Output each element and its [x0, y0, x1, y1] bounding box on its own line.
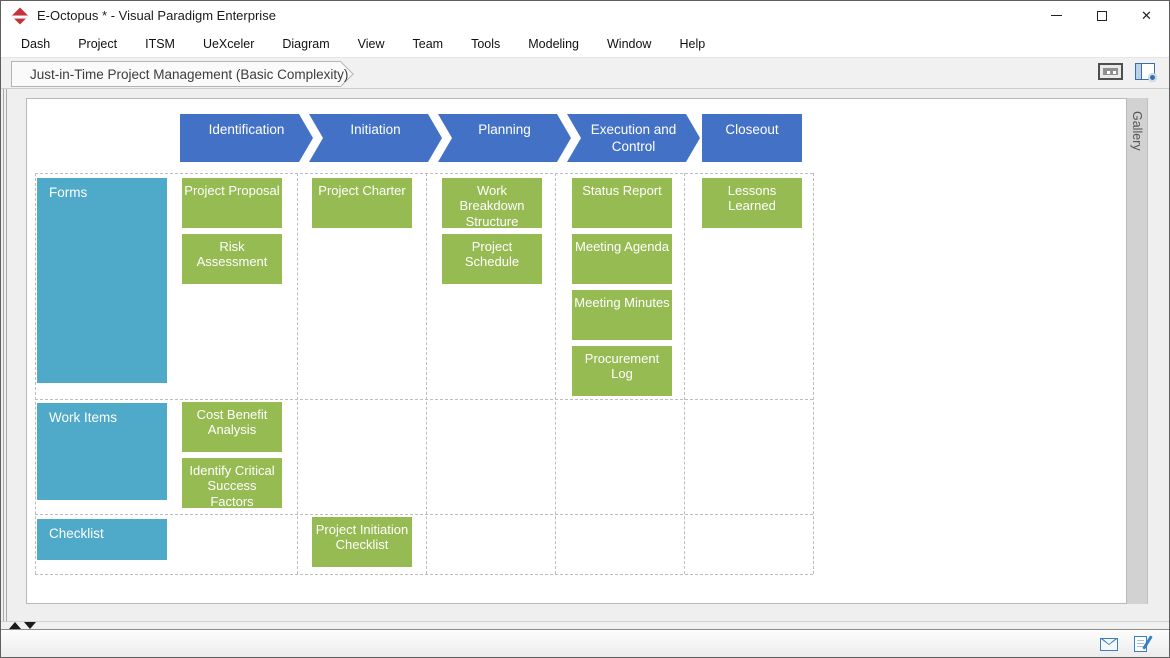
matrix-cell[interactable]: Project Initiation Checklist — [312, 517, 412, 567]
window-title: E-Octopus * - Visual Paradigm Enterprise — [37, 8, 276, 23]
phase-header-identification[interactable]: Identification — [180, 114, 313, 162]
maximize-icon — [1096, 10, 1107, 21]
phase-header-initiation[interactable]: Initiation — [309, 114, 442, 162]
grid-line — [297, 173, 298, 574]
phase-header-planning[interactable]: Planning — [438, 114, 571, 162]
status-bar — [1, 630, 1169, 657]
grid-line — [35, 399, 813, 400]
left-splitter-grip[interactable] — [3, 89, 7, 621]
gallery-tab[interactable]: Gallery — [1127, 98, 1148, 604]
matrix-cell[interactable]: Lessons Learned — [702, 178, 802, 228]
matrix-cell[interactable]: Work Breakdown Structure — [442, 178, 542, 229]
close-button[interactable]: ✕ — [1124, 1, 1169, 30]
menu-item-project[interactable]: Project — [78, 36, 118, 51]
menu-item-diagram[interactable]: Diagram — [282, 36, 330, 51]
grid-line — [426, 173, 427, 574]
grid-line — [35, 574, 813, 575]
grid-line — [35, 173, 813, 174]
close-icon: ✕ — [1141, 8, 1152, 23]
grid-line — [555, 173, 556, 574]
window-controls: ✕ — [1034, 1, 1169, 30]
diagram-panel-icon[interactable] — [1135, 63, 1157, 82]
matrix-cell[interactable]: Cost Benefit Analysis — [182, 402, 282, 452]
fit-to-window-icon[interactable] — [1098, 63, 1123, 80]
matrix-cell[interactable]: Meeting Agenda — [572, 234, 672, 284]
grid-line — [813, 173, 814, 574]
matrix-cell[interactable]: Meeting Minutes — [572, 290, 672, 340]
tab-bar-tools — [1098, 63, 1157, 82]
message-log-icon[interactable] — [1134, 636, 1147, 652]
splitter-down-icon[interactable] — [24, 622, 36, 629]
gallery-tab-label: Gallery — [1130, 111, 1144, 151]
menu-item-help[interactable]: Help — [679, 36, 706, 51]
row-header-forms[interactable]: Forms — [37, 178, 167, 383]
menu-item-window[interactable]: Window — [607, 36, 652, 51]
matrix-cell[interactable]: Project Proposal — [182, 178, 282, 228]
diagram-tab-label: Just-in-Time Project Management (Basic C… — [30, 66, 349, 82]
diagram-tab[interactable]: Just-in-Time Project Management (Basic C… — [11, 61, 348, 87]
minimize-icon — [1051, 15, 1062, 16]
matrix-cell[interactable]: Risk Assessment — [182, 234, 282, 284]
menu-item-itsm[interactable]: ITSM — [145, 36, 175, 51]
grid-line — [684, 173, 685, 574]
phase-header-execution-and-control[interactable]: Execution and Control — [567, 114, 700, 162]
diagram-tab-bar: Just-in-Time Project Management (Basic C… — [1, 57, 1169, 89]
menu-bar: Dash Project ITSM UeXceler Diagram View Team To… — [1, 30, 1169, 57]
menu-item-uexceler[interactable]: UeXceler — [202, 36, 255, 51]
menu-item-modeling[interactable]: Modeling — [528, 36, 579, 51]
menu-item-view[interactable]: View — [357, 36, 385, 51]
splitter-up-icon[interactable] — [9, 622, 21, 629]
menu-item-team[interactable]: Team — [412, 36, 444, 51]
matrix-cell[interactable]: Identify Critical Success Factors — [182, 458, 282, 509]
vp-logo-icon — [11, 7, 29, 24]
matrix-cell[interactable]: Project Charter — [312, 178, 412, 228]
matrix-cell[interactable]: Project Schedule — [442, 234, 542, 284]
menu-item-tools[interactable]: Tools — [471, 36, 501, 51]
message-pane-splitter[interactable] — [1, 621, 1169, 630]
grid-line — [35, 514, 813, 515]
grid-line — [35, 173, 36, 574]
phase-header-closeout[interactable]: Closeout — [702, 114, 802, 162]
mail-icon[interactable] — [1100, 637, 1118, 651]
matrix-cell[interactable]: Procurement Log — [572, 346, 672, 396]
matrix-cell[interactable]: Status Report — [572, 178, 672, 228]
row-header-work-items[interactable]: Work Items — [37, 403, 167, 500]
row-header-checklist[interactable]: Checklist — [37, 519, 167, 560]
menu-item-dash[interactable]: Dash — [21, 36, 51, 51]
title-bar: E-Octopus * - Visual Paradigm Enterprise… — [1, 1, 1169, 30]
maximize-button[interactable] — [1079, 1, 1124, 30]
minimize-button[interactable] — [1034, 1, 1079, 30]
